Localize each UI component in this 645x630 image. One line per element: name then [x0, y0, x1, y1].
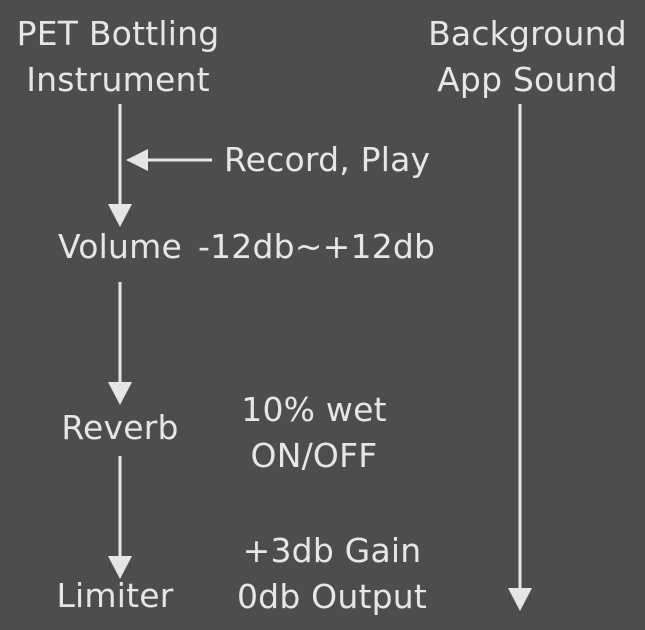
reverb-wet-label: 10% wet — [241, 390, 387, 429]
reverb-node-label: Reverb — [61, 408, 179, 447]
arrow-head-limiter — [108, 556, 132, 579]
arrow-head-record-play — [126, 149, 148, 171]
arrow-head-volume — [108, 204, 132, 227]
background-line-2: App Sound — [437, 60, 618, 99]
limiter-output-label: 0db Output — [236, 577, 427, 616]
source-line-2: Instrument — [26, 60, 210, 99]
source-node-label: PET Bottling Instrument — [0, 11, 236, 103]
source-line-1: PET Bottling — [16, 14, 220, 53]
limiter-node-label: Limiter — [56, 576, 174, 615]
volume-node-label: Volume — [58, 227, 182, 266]
reverb-annotation: 10% wet ON/OFF — [228, 387, 400, 479]
volume-range-label: -12db~+12db — [198, 227, 436, 266]
background-line-1: Background — [428, 14, 627, 53]
limiter-annotation: +3db Gain 0db Output — [222, 528, 442, 620]
reverb-toggle-label: ON/OFF — [250, 436, 378, 475]
arrow-head-reverb — [108, 382, 132, 405]
arrow-head-background — [508, 588, 532, 611]
limiter-gain-label: +3db Gain — [242, 531, 422, 570]
background-sound-label: Background App Sound — [410, 11, 645, 103]
record-play-label: Record, Play — [224, 140, 431, 179]
